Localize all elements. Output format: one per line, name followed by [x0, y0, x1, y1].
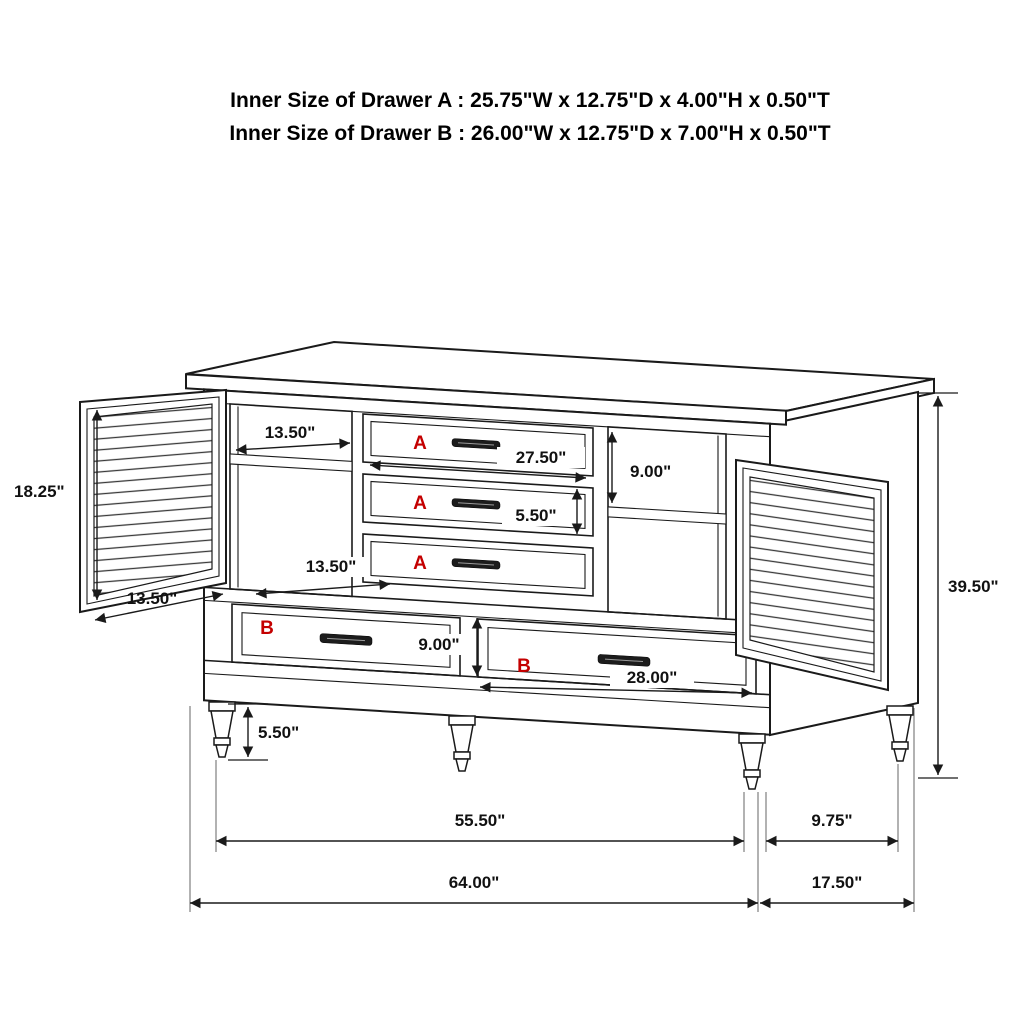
drawer-a1-marker: A [413, 433, 427, 454]
dim-top-drawer-width: 27.50" [369, 447, 587, 483]
dim-label-side-leg-span: 9.75" [811, 811, 852, 830]
dim-label-overall-height: 39.50" [948, 577, 999, 596]
drawer-b1-handle-highlight [327, 637, 365, 642]
dim-door-height: 18.25" [14, 410, 103, 600]
leg-neck [888, 714, 912, 743]
leg-back-right [886, 705, 914, 762]
leg-neck [210, 710, 234, 739]
drawer-b1-marker: B [260, 618, 274, 639]
leg-ring [743, 769, 761, 778]
dim-label-middle-drawer-height: 5.50" [515, 506, 556, 525]
left-door [79, 388, 227, 614]
dim-label-bottom-drawer-height: 9.00" [418, 635, 459, 654]
dim-leg-height: 5.50" [228, 703, 299, 761]
leg-cap [208, 701, 236, 712]
left-door-inner-frame [86, 396, 220, 605]
right-door-inner-frame [742, 467, 882, 682]
drawer-a2-handle-highlight [458, 502, 494, 506]
left-shelf [229, 453, 353, 472]
leg-cap [738, 733, 766, 744]
right-shelf [607, 506, 727, 525]
dim-label-overall-depth: 17.50" [812, 873, 863, 892]
dim-shelf-width: 13.50" [235, 423, 351, 455]
dim-label-front-leg-span: 55.50" [455, 811, 506, 830]
dim-lower-compartment-width: 13.50" [255, 557, 391, 599]
dim-label-right-compartment-height: 9.00" [630, 462, 671, 481]
dim-overall-depth: 17.50" [760, 873, 914, 909]
drawer-a1-handle-highlight [458, 442, 494, 446]
dim-side-leg-span: 9.75" [766, 811, 898, 847]
dim-label-bg [497, 447, 585, 468]
dim-middle-drawer-height: 5.50" [502, 489, 583, 534]
right-compartment [607, 426, 727, 620]
right-door [735, 458, 889, 692]
mid-rail-bottom [204, 599, 770, 636]
dim-door-width: 13.50" [94, 589, 224, 624]
dim-label-bottom-drawer-width: 28.00" [627, 668, 678, 687]
dim-arrow [369, 460, 587, 483]
dim-overall-width: 64.00" [190, 873, 758, 909]
leg-front-left [208, 701, 236, 758]
dim-bottom-drawer-height: 9.00" [406, 618, 483, 676]
leg-front-right [738, 733, 766, 790]
drawer-a2-marker: A [413, 493, 427, 514]
cabinet-legs [208, 701, 914, 790]
leg-neck [450, 724, 474, 753]
dim-label-top-drawer-width: 27.50" [516, 448, 567, 467]
dim-right-compartment-height: 9.00" [606, 432, 671, 503]
dim-label-bg [406, 634, 472, 655]
dim-arrow [255, 579, 391, 599]
leg-cap [886, 705, 914, 716]
leg-tip [893, 748, 907, 762]
dim-label-shelf-width: 13.50" [265, 423, 316, 442]
drawer-a3-marker: A [413, 553, 427, 574]
dim-arrow [479, 681, 753, 699]
dim-arrow [235, 438, 351, 455]
dim-arrow [94, 590, 224, 624]
leg-front-middle [448, 715, 476, 772]
title-line-1: Inner Size of Drawer A : 25.75"W x 12.75… [230, 89, 830, 112]
dim-label-lower-compartment-width: 13.50" [306, 557, 357, 576]
dim-label-bg [502, 505, 570, 526]
dim-label-door-width: 13.50" [127, 589, 178, 608]
left-door-louver-panel [93, 403, 213, 597]
dim-overall-height: 39.50" [918, 392, 999, 779]
drawer-b2-handle-highlight [605, 658, 643, 662]
right-door-louver-panel [749, 476, 875, 673]
dim-front-leg-span: 55.50" [216, 811, 744, 847]
drawer-b2-marker: B [517, 656, 531, 677]
dim-bottom-drawer-width: 28.00" [479, 667, 753, 699]
leg-tip [215, 744, 229, 758]
drawer-a3-handle-highlight [458, 562, 494, 566]
leg-tip [455, 758, 469, 772]
leg-neck [740, 742, 764, 771]
dim-label-leg-height: 5.50" [258, 723, 299, 742]
title-line-2: Inner Size of Drawer B : 26.00"W x 12.75… [229, 122, 830, 145]
leg-tip [745, 776, 759, 790]
leg-ring [891, 741, 909, 750]
leg-cap [448, 715, 476, 726]
leg-ring [213, 737, 231, 746]
leg-ring [453, 751, 471, 760]
dim-label-overall-width: 64.00" [449, 873, 500, 892]
dim-label-bg [292, 557, 370, 577]
dim-label-door-height: 18.25" [14, 482, 65, 501]
drawer-b1 [231, 603, 461, 677]
drawer-a3 [362, 533, 594, 597]
dim-label-bg [610, 667, 694, 688]
